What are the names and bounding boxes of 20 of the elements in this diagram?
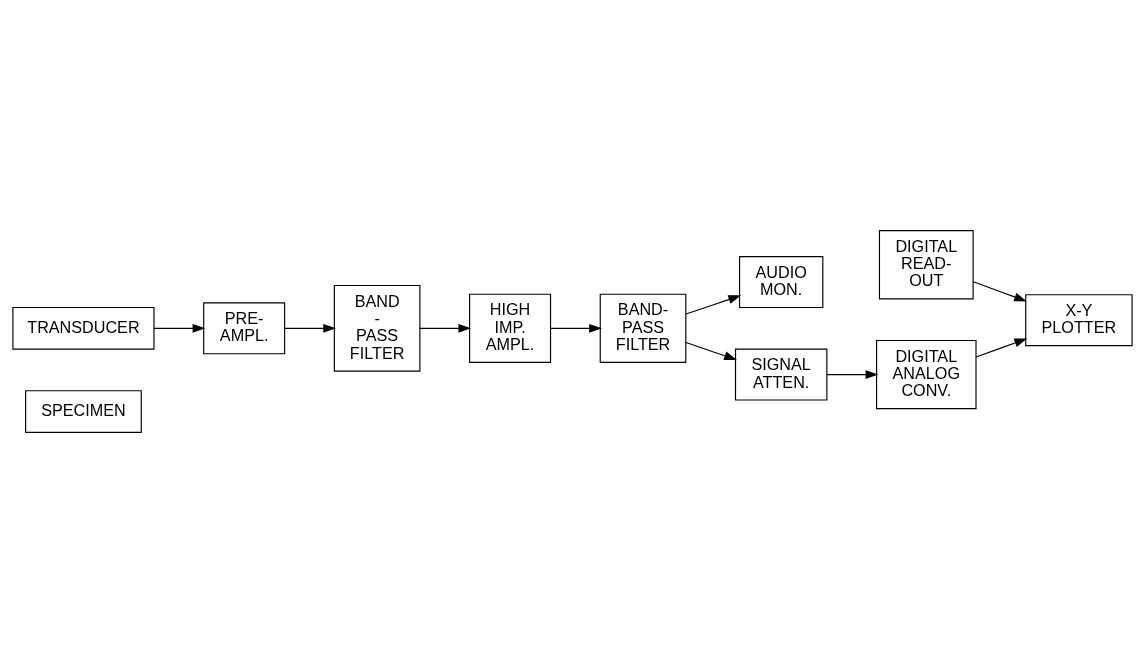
node-box: HIGH IMP. AMPL. bbox=[469, 293, 552, 363]
node-box: BAND- PASS FILTER bbox=[599, 293, 687, 363]
node-box: DIGITAL ANALOG CONV. bbox=[876, 339, 977, 409]
arrow bbox=[550, 323, 602, 333]
arrow bbox=[972, 280, 1027, 301]
node-box: DIGITAL READ- OUT bbox=[878, 229, 974, 299]
node-box: X-Y PLOTTER bbox=[1025, 293, 1133, 346]
arrow bbox=[419, 323, 472, 333]
arrow bbox=[826, 369, 879, 379]
arrow bbox=[284, 323, 337, 333]
arrow bbox=[685, 341, 737, 360]
arrow bbox=[685, 294, 742, 315]
node-box: SIGNAL ATTEN. bbox=[734, 348, 828, 401]
arrow bbox=[153, 323, 206, 333]
arrow bbox=[975, 338, 1028, 357]
node-box: AUDIO MON. bbox=[739, 255, 824, 308]
node-box: BAND - PASS FILTER bbox=[333, 284, 421, 372]
node-box: TRANSDUCER bbox=[12, 306, 155, 350]
node-box: PRE- AMPL. bbox=[203, 301, 286, 354]
node-box: SPECIMEN bbox=[25, 389, 142, 433]
